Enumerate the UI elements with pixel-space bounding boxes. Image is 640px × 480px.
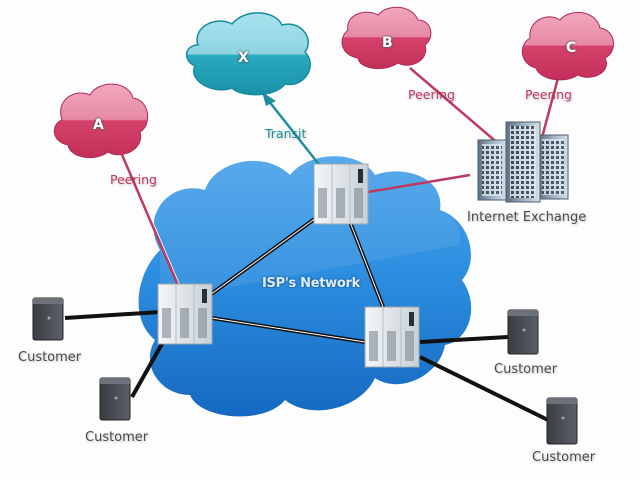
peering-link-b bbox=[409, 67, 501, 146]
customer-label-4: Customer bbox=[532, 450, 596, 465]
internet-exchange-label: Internet Exchange bbox=[467, 210, 587, 225]
links bbox=[64, 67, 560, 422]
cloud-a-label: A bbox=[93, 117, 104, 133]
isp-router-right[interactable] bbox=[364, 306, 420, 368]
peering-link-c bbox=[538, 77, 560, 146]
isp-network-label: ISP's Network bbox=[262, 276, 360, 291]
customer-pc-2[interactable] bbox=[99, 377, 131, 421]
customer-link-3 bbox=[419, 335, 509, 344]
cloud-x-label: X bbox=[238, 50, 249, 66]
isp-router-left[interactable] bbox=[157, 283, 213, 345]
customer-label-2: Customer bbox=[85, 430, 149, 445]
customer-link-2 bbox=[130, 341, 165, 398]
customer-pc-1[interactable] bbox=[32, 297, 64, 341]
peering-label-c: Peering bbox=[525, 87, 572, 102]
transit-link bbox=[267, 99, 326, 173]
internet-exchange-icon[interactable] bbox=[477, 121, 569, 203]
peering-label-b: Peering bbox=[408, 87, 455, 102]
customer-label-1: Customer bbox=[18, 350, 82, 365]
cloud-b-label: B bbox=[382, 35, 393, 51]
customer-pc-4[interactable] bbox=[546, 397, 578, 445]
transit-arrow-icon bbox=[262, 92, 276, 106]
transit-label: Transit bbox=[265, 126, 307, 141]
cloud-x[interactable] bbox=[186, 12, 311, 96]
isp-router-top[interactable] bbox=[313, 163, 369, 225]
customer-pc-3[interactable] bbox=[507, 309, 539, 355]
cloud-b[interactable] bbox=[341, 6, 432, 70]
cloud-a[interactable] bbox=[53, 83, 149, 159]
ix-link bbox=[367, 173, 471, 194]
cloud-c-label: C bbox=[566, 40, 577, 56]
customer-link-1 bbox=[64, 310, 161, 320]
cloud-c[interactable] bbox=[521, 12, 614, 81]
peering-link-a bbox=[118, 149, 182, 291]
customer-label-3: Customer bbox=[494, 362, 558, 377]
peering-label-a: Peering bbox=[110, 172, 157, 187]
customer-link-4 bbox=[419, 355, 549, 422]
